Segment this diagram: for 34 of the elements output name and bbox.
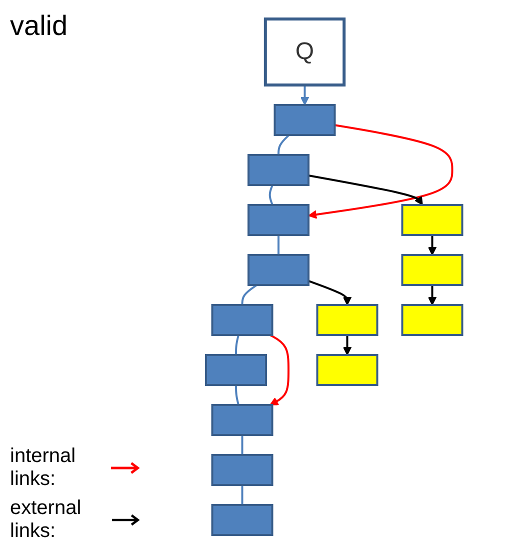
node-box	[401, 304, 464, 336]
connector	[277, 134, 290, 154]
connector	[277, 234, 280, 254]
node-box	[316, 304, 378, 336]
node-box	[211, 404, 274, 436]
arrow	[428, 284, 437, 305]
arrow	[300, 84, 310, 105]
node-box	[211, 504, 274, 536]
node-box: Q	[264, 17, 346, 86]
legend-text: internal links:	[10, 445, 77, 491]
node-box	[211, 304, 274, 336]
connector	[241, 284, 258, 304]
arrow	[428, 234, 437, 255]
node-box	[274, 104, 336, 136]
arrow	[308, 124, 454, 218]
node-box	[204, 354, 267, 386]
node-box	[211, 454, 274, 486]
connector	[241, 434, 244, 454]
legend-text: external links:	[10, 497, 82, 543]
node-box	[247, 254, 310, 286]
arrow	[308, 279, 352, 305]
node-box	[316, 354, 378, 386]
node-box	[247, 204, 310, 236]
connector	[234, 334, 240, 354]
node-box	[247, 154, 310, 186]
node-box	[401, 204, 464, 236]
connector	[268, 184, 274, 205]
arrow	[308, 174, 423, 205]
node-box	[401, 254, 464, 286]
arrow	[342, 334, 352, 355]
note-text: valid	[10, 10, 69, 42]
arrow	[269, 334, 290, 405]
connector	[234, 384, 240, 405]
connector	[241, 484, 244, 504]
